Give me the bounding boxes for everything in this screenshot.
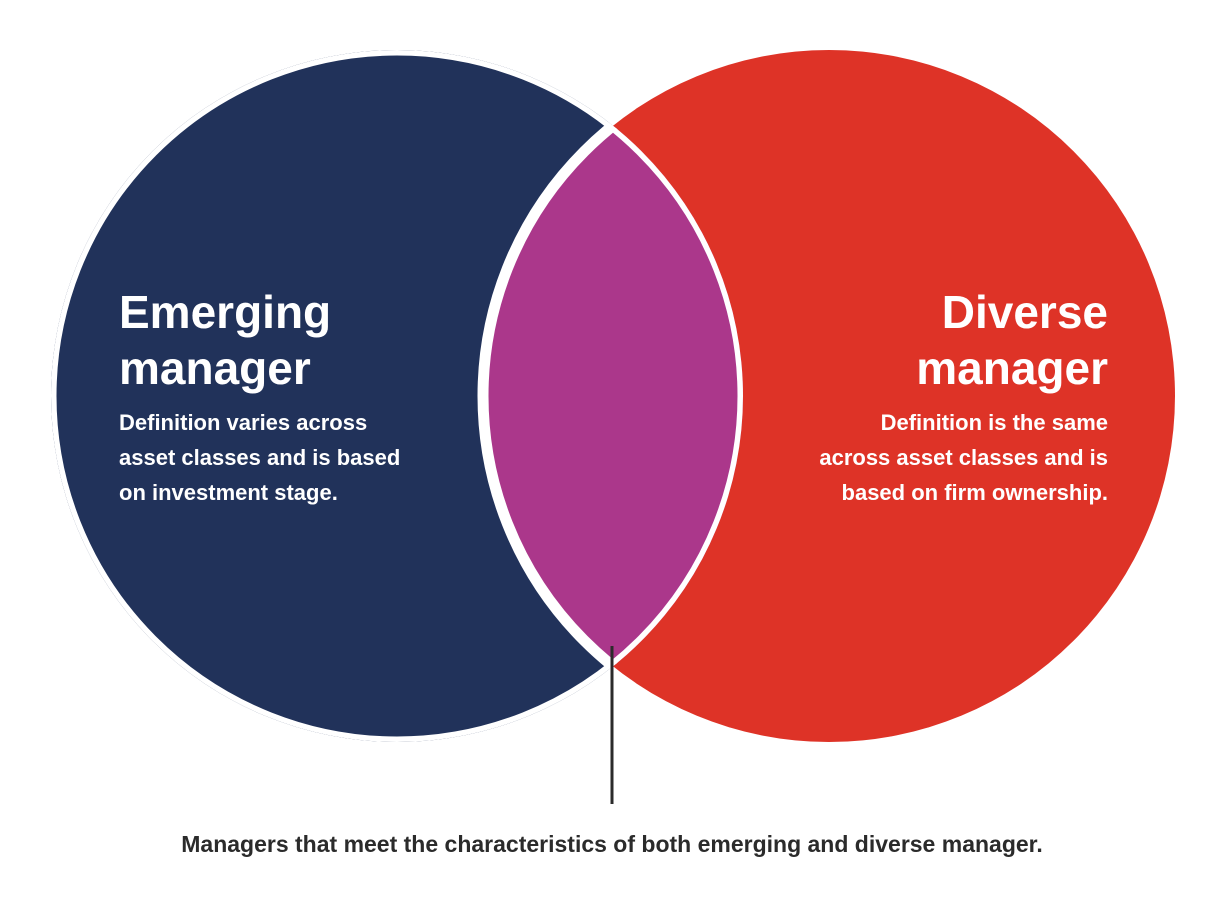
emerging-description-line-3: on investment stage. [119,480,338,505]
diverse-description-line-2: across asset classes and is [819,445,1108,470]
diverse-description-line-3: based on firm ownership. [841,480,1108,505]
emerging-manager-description: Definition varies across asset classes a… [119,405,400,510]
right-circle-separator [477,50,743,742]
emerging-description-line-1: Definition varies across [119,410,368,435]
emerging-title-line-1: Emerging [119,286,332,338]
intersection-caption: Managers that meet the characteristics o… [181,831,1043,857]
emerging-manager-title: Emerging manager [119,284,331,396]
diverse-description-line-1: Definition is the same [880,410,1108,435]
emerging-title-line-2: manager [119,342,311,394]
overlap-region [483,50,743,742]
diverse-manager-title: Diverse manager [916,284,1108,396]
diverse-manager-description: Definition is the same across asset clas… [819,405,1108,510]
diverse-title-line-1: Diverse [941,286,1108,338]
emerging-description-line-2: asset classes and is based [119,445,401,470]
diverse-title-line-2: manager [916,342,1108,394]
